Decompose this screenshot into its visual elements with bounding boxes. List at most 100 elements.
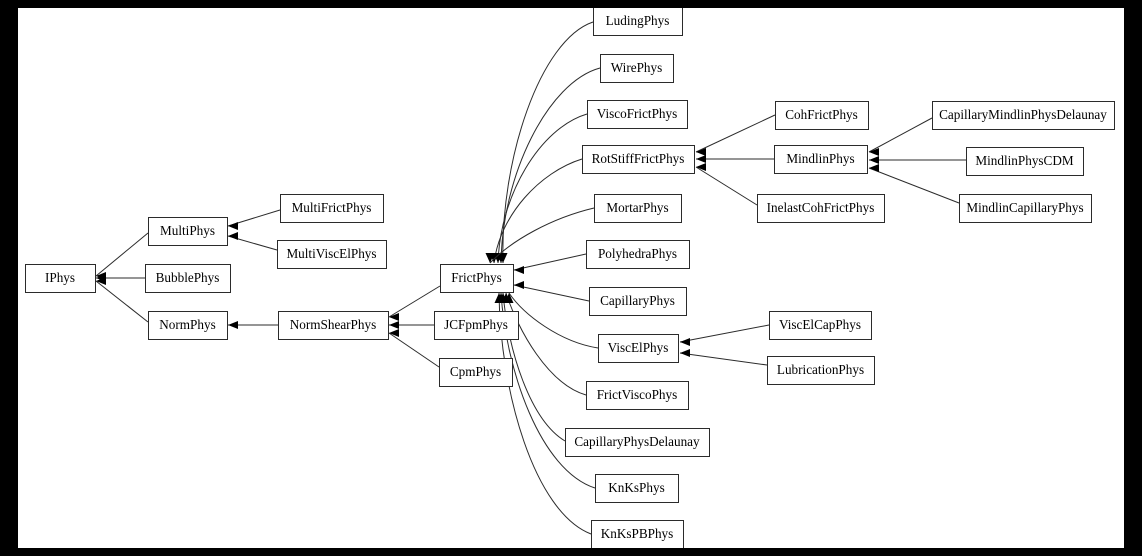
arrowhead — [228, 222, 238, 230]
node-label: MultiFrictPhys — [292, 200, 372, 215]
node-label: CapillaryPhys — [600, 293, 675, 308]
node-box[interactable] — [589, 287, 687, 316]
class-node-InelastCohFrictPhys[interactable]: InelastCohFrictPhys — [757, 194, 885, 223]
arrowhead — [696, 163, 706, 171]
class-node-MortarPhys[interactable]: MortarPhys — [594, 194, 682, 223]
edge-MindlinPhysCDM-to-MindlinPhys — [869, 156, 966, 164]
class-node-FrictPhys[interactable]: FrictPhys — [440, 264, 514, 293]
node-box[interactable] — [587, 100, 688, 129]
arrowhead — [680, 338, 690, 346]
arrowhead — [696, 155, 706, 163]
node-label: MultiViscElPhys — [286, 246, 376, 261]
class-node-MindlinPhys[interactable]: MindlinPhys — [774, 145, 868, 174]
class-node-IPhys[interactable]: IPhys — [25, 264, 96, 293]
edge-InelastCohFrictPhys-to-RotStiffFrictPhys — [695, 163, 758, 206]
node-label: CohFrictPhys — [785, 107, 858, 122]
class-node-CapillaryPhysDelaunay[interactable]: CapillaryPhysDelaunay — [565, 428, 710, 457]
node-label: LudingPhys — [606, 13, 670, 28]
class-node-WirePhys[interactable]: WirePhys — [600, 54, 674, 83]
arrowhead — [696, 148, 706, 156]
node-box[interactable] — [769, 311, 872, 340]
node-box[interactable] — [593, 8, 683, 36]
edge-NormPhys-to-IPhys — [95, 277, 149, 323]
node-box[interactable] — [148, 311, 228, 340]
node-box[interactable] — [586, 240, 690, 269]
node-box[interactable] — [278, 311, 389, 340]
node-label: MindlinCapillaryPhys — [966, 200, 1083, 215]
arrowhead — [514, 281, 524, 289]
arrowhead — [494, 293, 504, 303]
node-label: InelastCohFrictPhys — [767, 200, 875, 215]
node-box[interactable] — [932, 101, 1115, 130]
class-node-KnKsPhys[interactable]: KnKsPhys — [595, 474, 679, 503]
node-box[interactable] — [434, 311, 519, 340]
node-box[interactable] — [775, 101, 869, 130]
class-node-FrictViscoPhys[interactable]: FrictViscoPhys — [586, 381, 689, 410]
node-box[interactable] — [439, 358, 513, 387]
node-box[interactable] — [767, 356, 875, 385]
class-node-LudingPhys[interactable]: LudingPhys — [593, 8, 683, 36]
arrowhead — [389, 313, 399, 321]
node-box[interactable] — [966, 147, 1084, 176]
edge-MindlinPhys-to-RotStiffFrictPhys — [696, 155, 774, 163]
class-node-MultiPhys[interactable]: MultiPhys — [148, 217, 228, 246]
edge-ViscElCapPhys-to-ViscElPhys — [679, 324, 770, 346]
class-node-MultiViscElPhys[interactable]: MultiViscElPhys — [277, 240, 387, 269]
node-label: FrictPhys — [451, 270, 502, 285]
class-node-CpmPhys[interactable]: CpmPhys — [439, 358, 513, 387]
node-box[interactable] — [595, 474, 679, 503]
class-node-MindlinPhysCDM[interactable]: MindlinPhysCDM — [966, 147, 1084, 176]
node-box[interactable] — [440, 264, 514, 293]
node-box[interactable] — [148, 217, 228, 246]
class-node-MultiFrictPhys[interactable]: MultiFrictPhys — [280, 194, 384, 223]
node-label: LubricationPhys — [777, 362, 864, 377]
node-box[interactable] — [600, 54, 674, 83]
class-node-CapillaryPhys[interactable]: CapillaryPhys — [589, 287, 687, 316]
arrowhead — [869, 156, 879, 164]
edge-MultiPhys-to-IPhys — [95, 232, 149, 280]
node-box[interactable] — [277, 240, 387, 269]
class-node-BubblePhys[interactable]: BubblePhys — [145, 264, 231, 293]
node-box[interactable] — [591, 520, 684, 549]
class-node-MindlinCapillaryPhys[interactable]: MindlinCapillaryPhys — [959, 194, 1092, 223]
class-node-PolyhedraPhys[interactable]: PolyhedraPhys — [586, 240, 690, 269]
node-box[interactable] — [25, 264, 96, 293]
class-node-ViscoFrictPhys[interactable]: ViscoFrictPhys — [587, 100, 688, 129]
node-label: CapillaryMindlinPhysDelaunay — [939, 107, 1107, 122]
node-label: KnKsPhys — [608, 480, 664, 495]
class-node-NormPhys[interactable]: NormPhys — [148, 311, 228, 340]
node-box[interactable] — [774, 145, 868, 174]
node-box[interactable] — [565, 428, 710, 457]
class-node-CohFrictPhys[interactable]: CohFrictPhys — [775, 101, 869, 130]
edge-CohFrictPhys-to-RotStiffFrictPhys — [695, 114, 776, 156]
node-box[interactable] — [757, 194, 885, 223]
node-label: WirePhys — [611, 60, 662, 75]
node-box[interactable] — [280, 194, 384, 223]
class-node-CapillaryMindlinPhysDelaunay[interactable]: CapillaryMindlinPhysDelaunay — [932, 101, 1115, 130]
class-node-JCFpmPhys[interactable]: JCFpmPhys — [434, 311, 519, 340]
node-box[interactable] — [959, 194, 1092, 223]
node-box[interactable] — [145, 264, 231, 293]
node-box[interactable] — [582, 145, 695, 174]
edge-LudingPhys-to-FrictPhys — [498, 21, 594, 264]
arrowhead — [869, 148, 879, 156]
class-node-RotStiffFrictPhys[interactable]: RotStiffFrictPhys — [582, 145, 695, 174]
class-node-KnKsPBPhys[interactable]: KnKsPBPhys — [591, 520, 684, 549]
node-label: IPhys — [45, 270, 75, 285]
node-box[interactable] — [598, 334, 679, 363]
edge-MultiFrictPhys-to-MultiPhys — [227, 209, 281, 230]
node-box[interactable] — [586, 381, 689, 410]
class-node-ViscElCapPhys[interactable]: ViscElCapPhys — [769, 311, 872, 340]
arrowhead — [389, 321, 399, 329]
edge-MindlinCapillaryPhys-to-MindlinPhys — [868, 164, 960, 204]
class-node-NormShearPhys[interactable]: NormShearPhys — [278, 311, 389, 340]
edge-CapillaryMindlinPhysDelaunay-to-MindlinPhys — [868, 117, 933, 156]
arrowhead — [228, 232, 238, 240]
class-node-ViscElPhys[interactable]: ViscElPhys — [598, 334, 679, 363]
node-label: NormShearPhys — [290, 317, 376, 332]
class-node-LubricationPhys[interactable]: LubricationPhys — [767, 356, 875, 385]
node-box[interactable] — [594, 194, 682, 223]
edge-MultiViscElPhys-to-MultiPhys — [227, 232, 278, 251]
node-label: BubblePhys — [156, 270, 220, 285]
edge-FrictViscoPhys-to-FrictPhys — [501, 292, 587, 396]
